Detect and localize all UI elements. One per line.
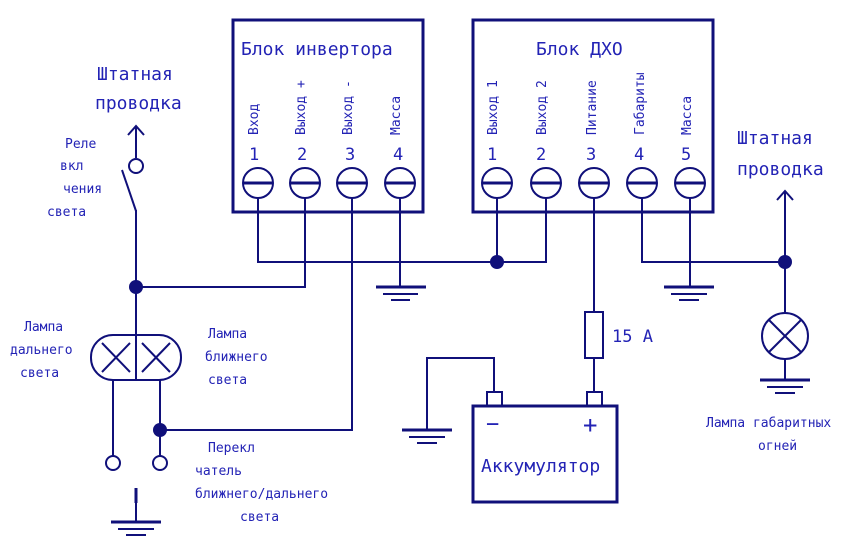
low-beam-label-line2: ближнего [205, 350, 268, 365]
dho-pin-2-label: Выход 2 [535, 80, 550, 135]
inverter-pin-4-label: Масса [389, 96, 404, 135]
wire-dho-out2 [497, 198, 547, 263]
inverter-terminal-2 [289, 167, 321, 199]
headlight-lamp-icon [90, 334, 182, 381]
parking-lamp-label-line1: Лампа габаритных [706, 416, 831, 431]
ground-icon [111, 520, 161, 536]
dho-pin-4-number: 4 [634, 145, 644, 165]
high-beam-label-line2: дальнего [10, 343, 73, 358]
inverter-box [231, 18, 425, 214]
high-beam-label-line1: Лампа [24, 320, 63, 335]
inverter-terminal-1 [242, 167, 274, 199]
switch-label-line1: Перекл [208, 441, 255, 456]
dho-title: Блок ДХО [536, 39, 623, 60]
battery-plus: + [583, 411, 597, 439]
dho-pin-5-label: Масса [680, 96, 695, 135]
relay-label-line1: Реле [65, 137, 96, 152]
dho-block: Блок ДХО Выход 1 Выход 2 Питание Габарит… [471, 18, 715, 214]
relay-switch [121, 158, 144, 212]
dho-terminal-3 [578, 167, 610, 199]
inverter-pin-3-label: Выход - [341, 80, 356, 135]
dho-pin-3-label: Питание [585, 80, 600, 135]
dho-pin-5-number: 5 [681, 145, 691, 165]
inverter-block: Блок инвертора Вход Выход + Выход - Масс… [231, 18, 425, 214]
relay-label-line4: света [47, 205, 86, 220]
dho-terminal-2 [530, 167, 562, 199]
dho-terminal-1 [481, 167, 513, 199]
parking-lamp-label-line2: огней [758, 439, 797, 454]
inverter-title: Блок инвертора [241, 39, 393, 60]
junction-dho-outputs [490, 255, 504, 269]
low-beam-label-line1: Лампа [208, 327, 247, 342]
inverter-terminal-4 [384, 167, 416, 199]
stock-wiring-right-line1: Штатная [737, 128, 813, 149]
junction-switch [153, 423, 167, 437]
stock-wiring-right-line2: проводка [737, 159, 824, 180]
dho-terminal-4 [626, 167, 658, 199]
ground-icon [664, 285, 714, 301]
inverter-pin-2-number: 2 [297, 145, 307, 165]
high-beam-label-line3: света [20, 366, 59, 381]
wire-inverter-out-minus [160, 198, 353, 431]
parking-lamp-icon [761, 312, 809, 360]
arrow-up-icon [776, 189, 794, 201]
wire-inverter-in-to-dho-out [257, 198, 497, 263]
dho-pin-3-number: 3 [586, 145, 596, 165]
dho-pin-4-label: Габариты [633, 72, 648, 135]
stock-wiring-left-line2: проводка [95, 93, 182, 114]
inverter-terminal-3 [336, 167, 368, 199]
wire-battery-ground [426, 357, 495, 430]
low-beam-label-line3: света [208, 373, 247, 388]
beam-switch [105, 455, 168, 503]
switch-label-line2: чатель [195, 464, 242, 479]
switch-label-line4: света [240, 510, 279, 525]
ground-icon [760, 378, 810, 394]
dho-terminal-5 [674, 167, 706, 199]
wire-dho-parking [641, 198, 785, 263]
relay-label-line2: вкл [60, 159, 83, 174]
inverter-pin-2-label: Выход + [294, 80, 309, 135]
ground-icon [402, 428, 452, 444]
battery-label: Аккумулятор [481, 456, 600, 477]
battery-minus: − [486, 412, 499, 437]
junction-headlight [129, 280, 143, 294]
inverter-pin-1-label: Вход [247, 104, 262, 135]
fuse-rating: 15 A [612, 327, 653, 347]
dho-pin-1-number: 1 [487, 145, 497, 165]
relay-label-line3: чения [63, 182, 102, 197]
dho-pin-2-number: 2 [536, 145, 546, 165]
ground-icon [376, 285, 426, 301]
fuse-icon [584, 311, 604, 359]
junction-parking [778, 255, 792, 269]
stock-wiring-left-line1: Штатная [97, 64, 173, 85]
dho-pin-1-label: Выход 1 [486, 80, 501, 135]
inverter-pin-1-number: 1 [249, 145, 259, 165]
battery-icon [471, 391, 619, 504]
wire-inverter-out-plus [136, 198, 306, 288]
switch-label-line3: ближнего/дальнего [195, 487, 328, 502]
inverter-pin-4-number: 4 [393, 145, 403, 165]
inverter-pin-3-number: 3 [345, 145, 355, 165]
arrow-up-icon [127, 124, 145, 136]
wires [112, 130, 786, 522]
